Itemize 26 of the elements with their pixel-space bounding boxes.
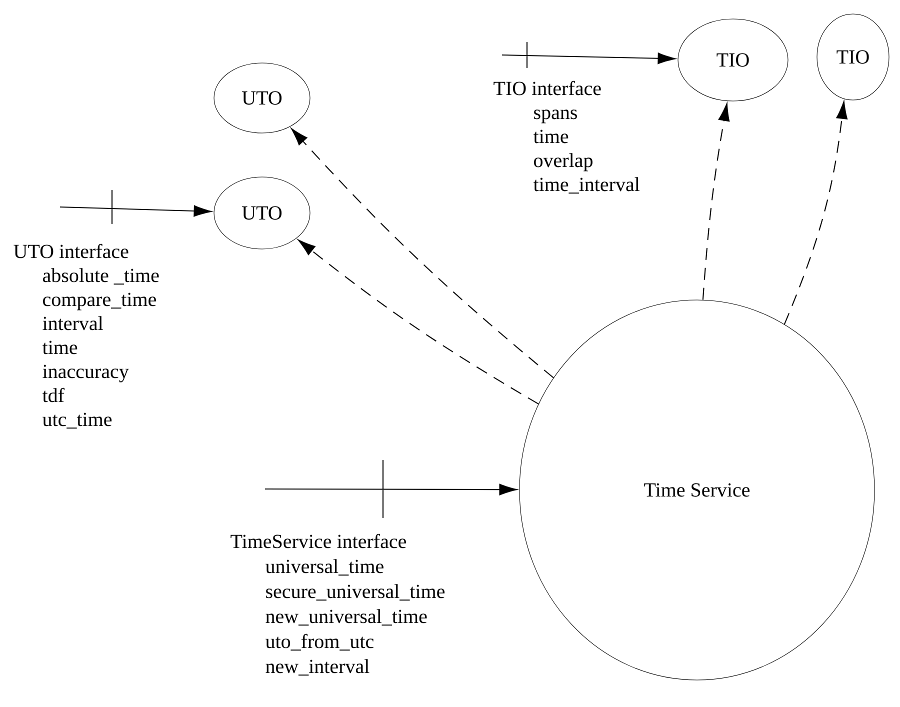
interface-arrow: [264, 459, 518, 519]
operation-name: uto_from_utc: [266, 634, 374, 651]
dashed-arrow: [291, 128, 554, 378]
operation-name: secure_universal_time: [266, 584, 445, 601]
interface-heading: TIO interface: [494, 80, 601, 96]
dashed-arrow: [702, 103, 730, 300]
dashed-arrow: [784, 101, 848, 325]
interface-arrow: [501, 41, 676, 69]
operation-name: new_universal_time: [266, 609, 427, 626]
operation-name: absolute _time: [42, 268, 159, 285]
interface-arrow: [59, 189, 212, 225]
operation-name: overlap: [534, 153, 592, 172]
operation-name: spans: [534, 110, 577, 124]
operation-name: utc_time: [42, 412, 112, 429]
operation-name: inaccuracy: [42, 364, 129, 382]
operation-name: time_interval: [533, 177, 640, 194]
operation-name: compare_time: [43, 292, 156, 310]
operation-name: time: [533, 130, 568, 144]
operation-name: tdf: [42, 388, 64, 402]
operation-name: universal_time: [266, 559, 384, 576]
dashed-arrow: [298, 240, 539, 404]
interface-heading: TimeService interface: [230, 534, 406, 548]
operation-name: time: [42, 340, 78, 354]
interface-heading: UTO interface: [14, 244, 128, 258]
operation-name: new_interval: [266, 659, 370, 676]
operation-name: interval: [42, 316, 103, 330]
